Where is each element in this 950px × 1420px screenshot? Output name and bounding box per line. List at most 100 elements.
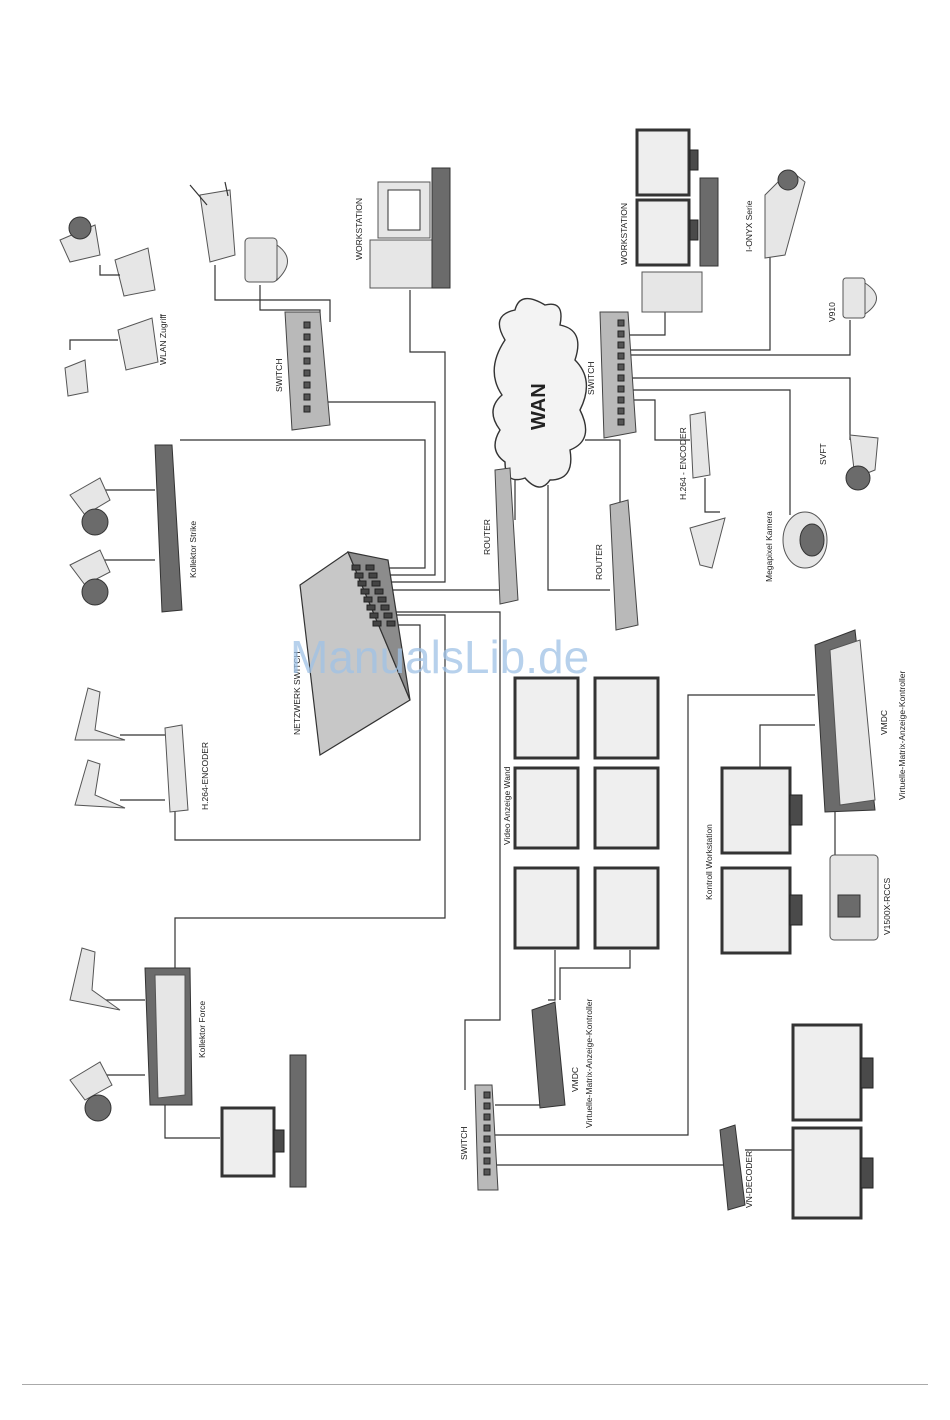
strike-cameras	[69, 477, 111, 606]
router-left	[494, 467, 519, 605]
switch-port	[360, 588, 370, 595]
switch-port	[371, 580, 381, 587]
router-left-label: ROUTER	[482, 519, 492, 555]
ionyx-label: I-ONYX Serie	[744, 200, 754, 252]
encoder-left-label: H.264-ENCODER	[200, 742, 210, 810]
router-right-label: ROUTER	[594, 544, 604, 580]
switch-port	[617, 407, 625, 415]
router-right	[609, 499, 639, 631]
kontroll-workstation-label: Kontroll Workstation	[704, 824, 714, 900]
switch-port	[303, 405, 311, 413]
switch-port	[357, 580, 367, 587]
netzwerk-switch	[299, 551, 411, 757]
switch-port	[368, 572, 378, 579]
wan-label: WAN	[528, 383, 550, 430]
force-monitor	[220, 1054, 307, 1188]
switch-port	[617, 363, 625, 371]
switch-port	[483, 1146, 491, 1154]
switch-bottom	[474, 1084, 499, 1191]
switch-port	[383, 612, 393, 619]
switch-port	[617, 374, 625, 382]
switch-right-label: SWITCH	[586, 361, 596, 395]
switch-port	[380, 604, 390, 611]
switch-port	[303, 369, 311, 377]
switch-port	[617, 319, 625, 327]
switch-port	[374, 588, 384, 595]
video-wall-label: Video Anzeige Wand	[502, 766, 512, 845]
wan-cloud	[492, 297, 588, 488]
box-camera-right	[689, 478, 726, 569]
ionyx-camera	[764, 169, 806, 259]
vmdc-bottom-label: VMDC	[570, 1067, 580, 1092]
megapixel-camera	[782, 511, 828, 569]
v1500x-label: V1500X-RCCS	[882, 878, 892, 935]
switch-port	[303, 393, 311, 401]
switch-port	[303, 357, 311, 365]
force-cameras	[69, 947, 121, 1122]
footer-rule	[22, 1384, 928, 1385]
switch-port	[369, 612, 379, 619]
vn-decoder	[719, 1124, 746, 1211]
encoder-left	[164, 724, 189, 813]
kollektor-force	[144, 967, 193, 1106]
switch-port	[386, 620, 396, 627]
switch-port	[366, 604, 376, 611]
connection-lines	[95, 208, 851, 1166]
video-wall-panel	[593, 676, 660, 760]
vmdc-right	[814, 629, 876, 813]
kollektor-force-label: Kollektor Force	[197, 1001, 207, 1058]
switch-port	[303, 321, 311, 329]
switch-port	[483, 1113, 491, 1121]
vmdc-bottom	[531, 1001, 566, 1109]
v910-dome	[842, 277, 877, 319]
switch-port	[372, 620, 382, 627]
video-wall-panel	[513, 766, 580, 850]
switch-port	[303, 345, 311, 353]
kontroll-workstation	[720, 766, 803, 955]
v910-label: V910	[827, 302, 837, 322]
workstation-top-label: WORKSTATION	[354, 198, 364, 260]
encoder-right	[689, 411, 711, 479]
switch-right	[599, 311, 637, 439]
switch-port	[303, 333, 311, 341]
watermark: ManualsLib.de	[290, 631, 589, 683]
vmdc-bottom-sub-label: Virtuelle-Matrix-Anzeige-Kontroller	[584, 999, 594, 1128]
switch-port	[303, 381, 311, 389]
video-wall-panel	[593, 766, 660, 850]
netzwerk-switch-label: NETZWERK SWITCH	[292, 651, 302, 735]
switch-port	[483, 1135, 491, 1143]
switch-port	[617, 341, 625, 349]
switch-port	[617, 418, 625, 426]
switch-port	[351, 564, 361, 571]
switch-port	[617, 330, 625, 338]
vn-decoder-label: VN-DECODER	[744, 1151, 754, 1208]
kollektor-strike-label: Kollektor Strike	[188, 521, 198, 578]
megapixel-label: Megapixel Kamera	[764, 511, 774, 582]
video-wall-panel	[513, 866, 580, 950]
vmdc-right-sub-label: Virtuelle-Matrix-Anzeige-Kontroller	[897, 671, 907, 800]
switch-port	[617, 385, 625, 393]
workstation-right-label: WORKSTATION	[619, 203, 629, 265]
switch-port	[377, 596, 387, 603]
encoder-left-cameras	[74, 687, 126, 809]
dome-camera-top	[244, 237, 288, 283]
video-wall-panel	[513, 676, 580, 760]
switch-port	[483, 1168, 491, 1176]
v1500x-keyboard	[829, 854, 879, 941]
switch-port	[483, 1157, 491, 1165]
encoder-right-label: H.264 - ENCODER	[678, 427, 688, 500]
switch-port	[365, 564, 375, 571]
video-wall	[513, 676, 660, 950]
vmdc-right-label: VMDC	[879, 710, 889, 735]
kollektor-strike	[154, 444, 183, 613]
workstation-top	[369, 167, 451, 289]
switch-port	[363, 596, 373, 603]
switch-bottom-label: SWITCH	[459, 1126, 469, 1160]
switch-port	[354, 572, 364, 579]
wlan-cameras	[59, 216, 159, 397]
switch-top-label: SWITCH	[274, 358, 284, 392]
switch-port	[483, 1091, 491, 1099]
vn-decoder-monitors	[745, 1023, 874, 1220]
svft-camera	[845, 434, 879, 491]
